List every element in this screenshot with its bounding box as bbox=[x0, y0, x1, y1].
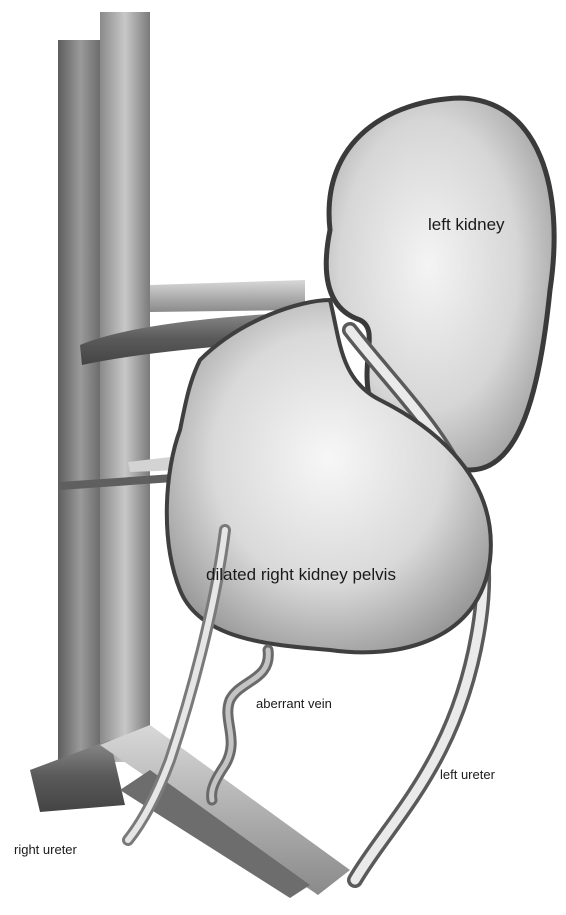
left-ureter-label: left ureter bbox=[440, 767, 495, 782]
dilated-pelvis-label: dilated right kidney pelvis bbox=[206, 565, 396, 585]
left-kidney-label: left kidney bbox=[428, 215, 505, 235]
right-ureter-label: right ureter bbox=[14, 842, 77, 857]
aberrant-vein-highlight bbox=[212, 650, 269, 800]
aorta bbox=[100, 12, 150, 762]
renal-artery bbox=[150, 280, 305, 312]
aberrant-vein-label: aberrant vein bbox=[256, 696, 332, 711]
